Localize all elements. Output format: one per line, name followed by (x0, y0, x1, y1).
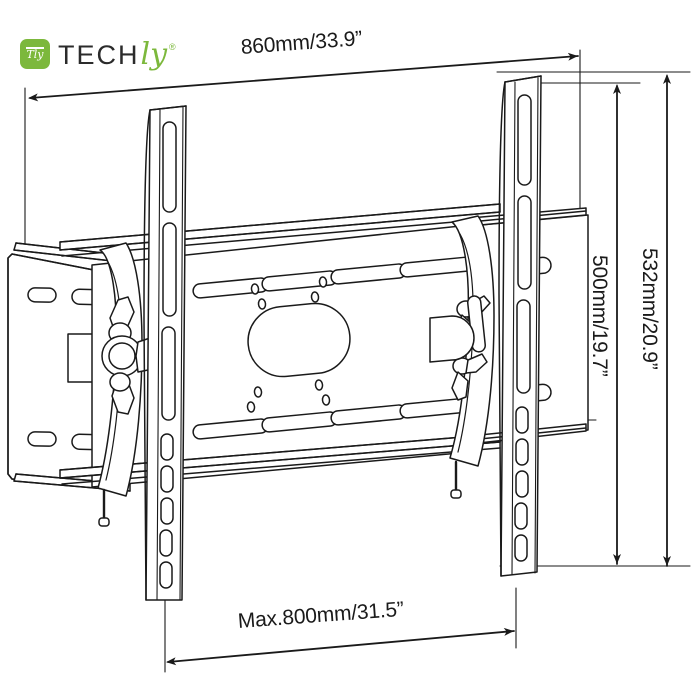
right-tilt-pin (450, 460, 462, 499)
techly-logo: Tly TECH ly ® (20, 36, 176, 72)
dim-line-overall-width (28, 52, 579, 102)
left-tilt-pin (98, 488, 110, 527)
dimension-label-inner-height: 500mm/19.7” (588, 255, 611, 377)
dimension-arrows (28, 52, 671, 666)
center-plate-locating-holes-top (250, 276, 328, 310)
wordmark-tech: TECH (58, 39, 140, 70)
logo-mark-bar (26, 47, 44, 49)
wordmark-ly: ly (140, 36, 168, 72)
left-vertical-rail (143, 105, 187, 601)
techly-wordmark: TECH ly ® (58, 37, 176, 72)
center-cutout (247, 302, 351, 378)
registered-trademark-icon: ® (169, 41, 176, 52)
dim-line-max-width (166, 627, 515, 666)
logo-mark-letters: Tly (26, 48, 44, 61)
right-vertical-rail (498, 75, 542, 577)
techly-logo-mark-icon: Tly (20, 39, 50, 69)
center-right-boss (429, 315, 475, 363)
center-plate-locating-holes-bottom (246, 379, 331, 413)
center-plate-top-slots (192, 256, 476, 299)
dimension-label-overall-height: 532mm/20.9” (638, 248, 661, 370)
center-plate-bottom-slots (192, 397, 476, 440)
